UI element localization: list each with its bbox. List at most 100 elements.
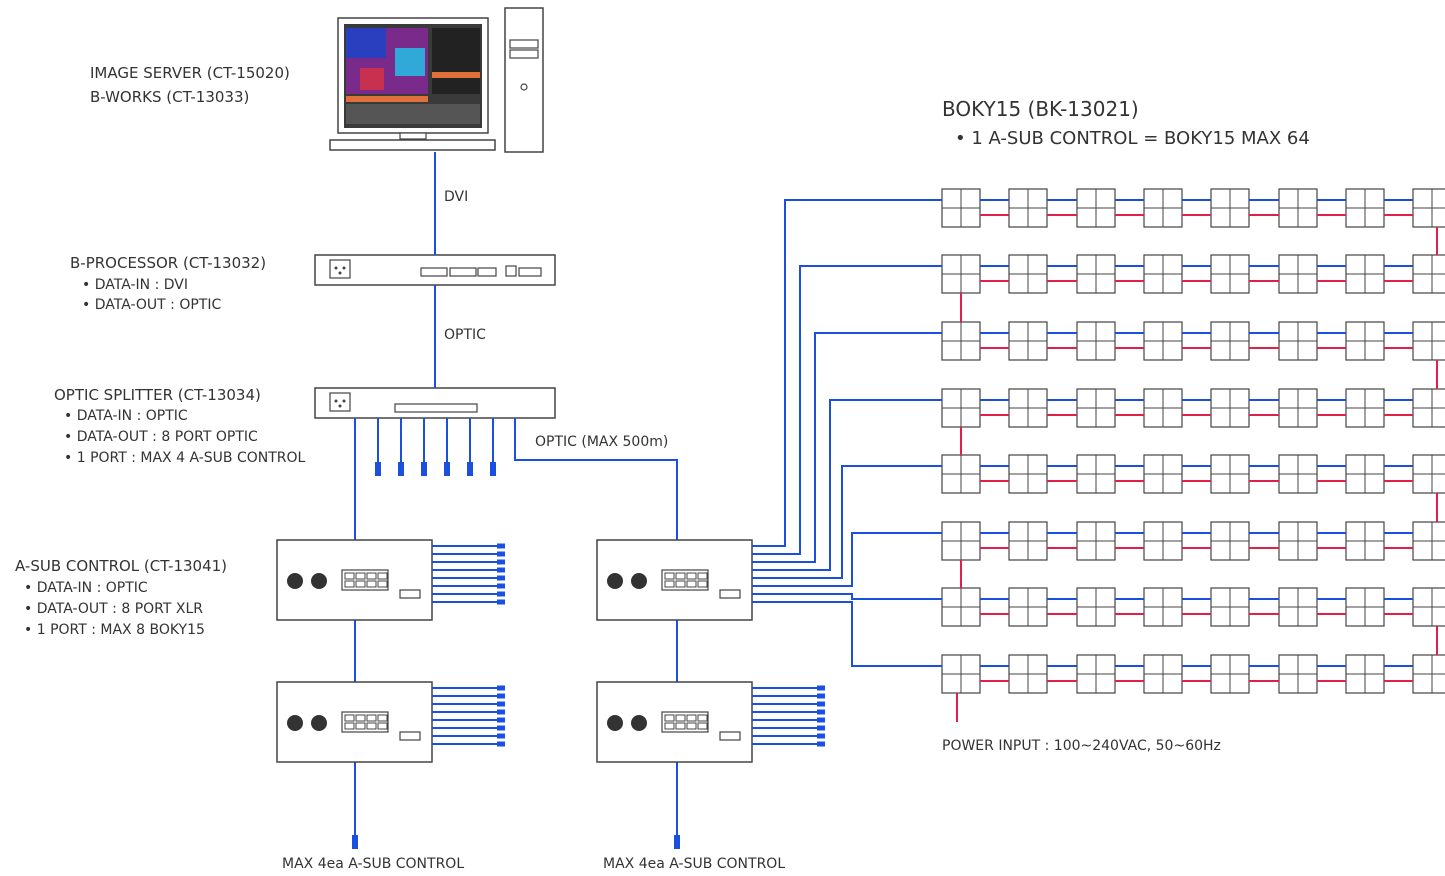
- boky-data-feed-cable: [752, 332, 942, 563]
- b-processor-title: B-PROCESSOR (CT-13032): [70, 254, 267, 272]
- b-processor-bullet: • DATA-OUT : OPTIC: [82, 297, 222, 313]
- port-icon: [675, 580, 686, 588]
- xlr-connector-icon: [497, 567, 505, 573]
- port-icon: [697, 580, 708, 588]
- port-icon: [664, 580, 675, 588]
- port-icon: [377, 714, 388, 722]
- port-icon: [675, 714, 686, 722]
- port-icon: [366, 580, 377, 588]
- port-icon: [355, 580, 366, 588]
- optic-connector-icon: [398, 462, 404, 476]
- xlr-connector-icon: [497, 575, 505, 581]
- switch-icon: [399, 731, 421, 741]
- dvi-link-label: DVI: [444, 189, 469, 205]
- port-icon: [697, 714, 708, 722]
- port-icon: [377, 580, 388, 588]
- optic-splitter-bullet: • DATA-IN : OPTIC: [64, 408, 188, 424]
- xlr-connector-icon: [497, 693, 505, 699]
- xlr-connector-icon: [817, 741, 825, 747]
- port-icon: [355, 572, 366, 580]
- port-icon: [664, 722, 675, 730]
- boky-data-feed-cable: [752, 465, 942, 579]
- switch-icon: [719, 731, 741, 741]
- xlr-port-icon: [311, 573, 327, 589]
- b-works-label: B-WORKS (CT-13033): [90, 88, 250, 106]
- xlr-connector-icon: [817, 717, 825, 723]
- xlr-connector-icon: [817, 693, 825, 699]
- xlr-connector-icon: [497, 741, 505, 747]
- xlr-connector-icon: [497, 599, 505, 605]
- optic-connector-icon: [467, 462, 473, 476]
- xlr-connector-icon: [497, 685, 505, 691]
- port-icon: [366, 714, 377, 722]
- port-icon: [344, 572, 355, 580]
- xlr-connector-icon: [817, 685, 825, 691]
- xlr-connector-icon: [497, 733, 505, 739]
- optic-connector-icon: [444, 462, 450, 476]
- boky-data-feed-cable: [752, 601, 942, 667]
- switch-icon: [719, 589, 741, 599]
- xlr-connector-icon: [497, 701, 505, 707]
- xlr-port-icon: [287, 715, 303, 731]
- xlr-connector-icon: [817, 701, 825, 707]
- boky-data-feed-cable: [752, 265, 942, 555]
- xlr-port-icon: [311, 715, 327, 731]
- port-icon: [664, 572, 675, 580]
- pc-tower-icon: [504, 7, 544, 153]
- a-sub-bullet: • DATA-OUT : 8 PORT XLR: [24, 601, 203, 617]
- xlr-connector-icon: [497, 551, 505, 557]
- port-icon: [355, 714, 366, 722]
- port-icon: [366, 572, 377, 580]
- xlr-connector-icon: [497, 543, 505, 549]
- xlr-connector-icon: [817, 733, 825, 739]
- port-icon: [377, 722, 388, 730]
- image-server-label: IMAGE SERVER (CT-15020): [90, 64, 290, 82]
- b-processor-device: [314, 254, 556, 286]
- boky-data-feed-cable: [752, 532, 942, 587]
- xlr-port-icon: [607, 715, 623, 731]
- b-processor-bullet: • DATA-IN : DVI: [82, 277, 188, 293]
- optic-connector-icon: [674, 835, 680, 849]
- port-icon: [675, 572, 686, 580]
- optic-max-link-label: OPTIC (MAX 500m): [535, 434, 669, 450]
- monitor-icon: [329, 17, 496, 151]
- xlr-connector-icon: [817, 709, 825, 715]
- xlr-connector-icon: [497, 725, 505, 731]
- xlr-port-icon: [631, 573, 647, 589]
- switch-icon: [399, 589, 421, 599]
- optic-splitter-bullet: • 1 PORT : MAX 4 A-SUB CONTROL: [64, 450, 306, 466]
- xlr-connector-icon: [817, 725, 825, 731]
- optic-splitter-device: [314, 387, 556, 419]
- port-icon: [355, 722, 366, 730]
- max-a-sub-label: MAX 4ea A-SUB CONTROL: [603, 856, 786, 872]
- xlr-connector-icon: [497, 717, 505, 723]
- port-icon: [344, 580, 355, 588]
- port-icon: [697, 722, 708, 730]
- optic-splitter-title: OPTIC SPLITTER (CT-13034): [54, 386, 261, 404]
- port-icon: [377, 572, 388, 580]
- optic-connector-icon: [490, 462, 496, 476]
- power-input-label: POWER INPUT : 100~240VAC, 50~60Hz: [942, 738, 1221, 754]
- port-icon: [344, 714, 355, 722]
- port-icon: [686, 722, 697, 730]
- boky-data-feed-cable: [752, 399, 942, 571]
- boky-subtitle: • 1 A-SUB CONTROL = BOKY15 MAX 64: [955, 128, 1310, 149]
- boky-title: BOKY15 (BK-13021): [942, 97, 1139, 121]
- port-icon: [344, 722, 355, 730]
- a-sub-bullet: • 1 PORT : MAX 8 BOKY15: [24, 622, 205, 638]
- xlr-port-icon: [607, 573, 623, 589]
- xlr-port-icon: [631, 715, 647, 731]
- xlr-port-icon: [287, 573, 303, 589]
- port-icon: [366, 722, 377, 730]
- a-sub-bullet: • DATA-IN : OPTIC: [24, 580, 148, 596]
- port-icon: [664, 714, 675, 722]
- port-icon: [675, 722, 686, 730]
- optic-splitter-bullet: • DATA-OUT : 8 PORT OPTIC: [64, 429, 258, 445]
- boky-data-feed-cable: [752, 199, 942, 547]
- xlr-connector-icon: [497, 709, 505, 715]
- port-icon: [686, 572, 697, 580]
- optic-link-label: OPTIC: [444, 327, 486, 343]
- port-icon: [697, 572, 708, 580]
